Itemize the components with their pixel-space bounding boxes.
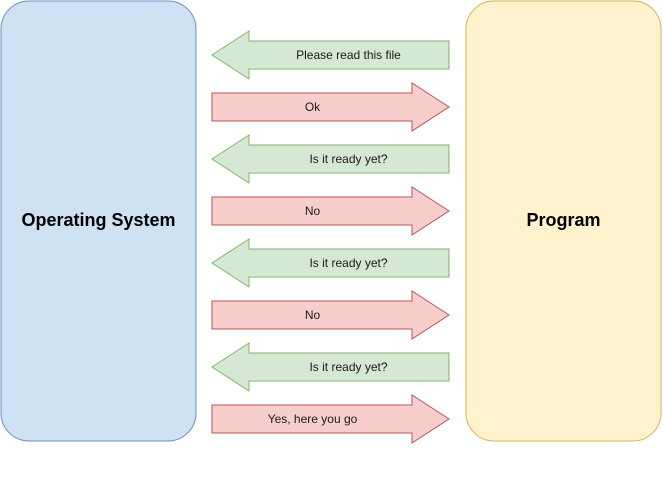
- arrow-right-shape: [211, 82, 450, 132]
- arrow-left-shape: [211, 238, 450, 288]
- response-arrow-6: No: [211, 290, 450, 340]
- request-arrow-7: Is it ready yet?: [211, 342, 450, 392]
- request-arrow-1: Please read this file: [211, 30, 450, 80]
- arrow-message-label: Is it ready yet?: [309, 256, 387, 270]
- arrow-message-label: No: [305, 308, 321, 322]
- request-arrow-3: Is it ready yet?: [211, 134, 450, 184]
- arrow-message-label: No: [305, 204, 321, 218]
- response-arrow-8: Yes, here you go: [211, 394, 450, 444]
- arrow-message-label: Yes, here you go: [268, 412, 358, 426]
- response-arrow-4: No: [211, 186, 450, 236]
- os-box: Operating System: [0, 0, 197, 442]
- request-arrow-5: Is it ready yet?: [211, 238, 450, 288]
- os-box-shape: [0, 0, 197, 442]
- program-box-label: Program: [526, 210, 600, 230]
- arrow-message-label: Ok: [305, 100, 321, 114]
- arrow-left-shape: [211, 30, 450, 80]
- arrow-left-shape: [211, 342, 450, 392]
- os-box-label: Operating System: [21, 210, 175, 230]
- arrow-right-shape: [211, 186, 450, 236]
- arrow-message-label: Is it ready yet?: [309, 360, 387, 374]
- arrow-message-label: Is it ready yet?: [309, 152, 387, 166]
- arrow-left-shape: [211, 134, 450, 184]
- arrow-right-shape: [211, 290, 450, 340]
- arrow-message-label: Please read this file: [296, 48, 401, 62]
- arrow-right-shape: [211, 394, 450, 444]
- response-arrow-2: Ok: [211, 82, 450, 132]
- program-box: Program: [465, 0, 662, 442]
- program-box-shape: [465, 0, 662, 442]
